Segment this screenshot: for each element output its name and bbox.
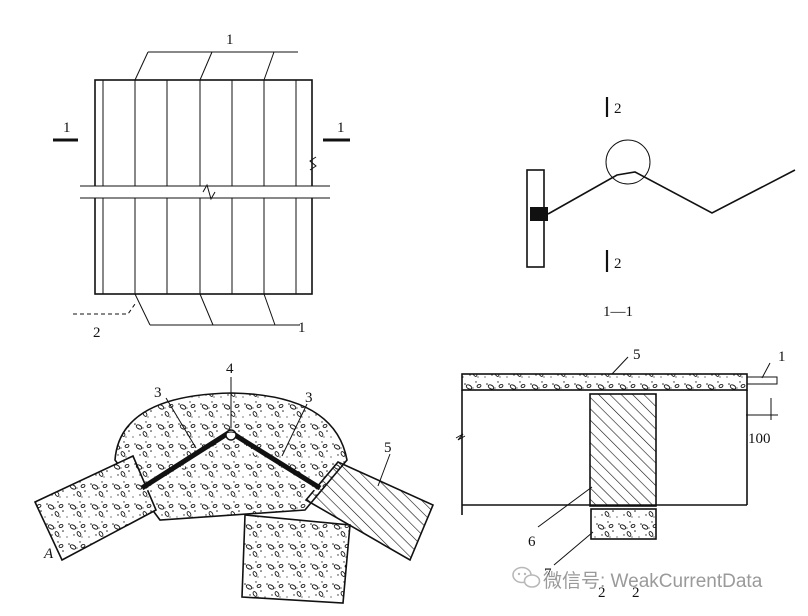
section-label-7: 7 <box>544 566 552 582</box>
break-symbol-right <box>309 156 317 171</box>
leader-3-right <box>281 403 308 457</box>
section-label-right: 1 <box>337 120 345 136</box>
leader-5 <box>377 453 391 487</box>
plan-view: 1 1 1 1 2 <box>53 32 350 341</box>
plan-label-1-bottom: 1 <box>298 320 306 336</box>
detail-label-4: 4 <box>226 361 234 377</box>
section-label-2-right: 2 <box>632 585 640 601</box>
section-title-1-1: 1—1 <box>603 304 633 320</box>
leader-2 <box>73 303 136 315</box>
footing-section <box>590 508 657 540</box>
watermark: 微信号: WeakCurrentData <box>512 566 763 592</box>
detail-label-3-right: 3 <box>305 390 313 406</box>
leader-top <box>134 51 298 81</box>
leader-6 <box>537 486 593 528</box>
dimension-100: 100 <box>748 431 771 447</box>
leader-7 <box>553 531 594 566</box>
detail-circle <box>605 139 651 185</box>
folded-profile <box>547 169 796 215</box>
cut-label-top: 2 <box>614 101 622 117</box>
section-label-5: 5 <box>633 347 641 363</box>
lower-block <box>241 514 351 604</box>
leader-3-left <box>165 397 197 449</box>
slab-layer <box>461 373 748 391</box>
right-panel <box>304 461 435 562</box>
section-label-6: 6 <box>528 534 536 550</box>
plan-strip-lines <box>102 80 297 294</box>
concrete-mass <box>114 392 348 521</box>
plan-label-1-top: 1 <box>226 32 234 48</box>
section-1-1: 2 2 1—1 <box>526 97 796 320</box>
cut-label-bottom: 2 <box>614 256 622 272</box>
beam-section <box>589 393 657 507</box>
section-label-left: 1 <box>63 120 71 136</box>
left-panel <box>33 454 158 562</box>
edge-strip <box>746 376 778 385</box>
leader-bottom <box>134 293 300 326</box>
break-band <box>80 186 330 198</box>
detail-label-a: A <box>43 546 54 562</box>
joint-detail: 4 3 3 5 A <box>33 361 435 604</box>
section-2-2: 5 1 100 6 7 2 2 <box>455 347 786 601</box>
anchor-block <box>530 207 548 221</box>
plan-label-2: 2 <box>93 325 101 341</box>
watermark-text: 微信号: WeakCurrentData <box>543 570 763 592</box>
break-mark <box>455 433 466 441</box>
leader-1-section <box>761 362 771 379</box>
detail-label-3-left: 3 <box>154 385 162 401</box>
break-symbol <box>202 183 216 201</box>
section-label-2-left: 2 <box>598 585 606 601</box>
wechat-icon <box>512 566 541 588</box>
detail-label-5: 5 <box>384 440 392 456</box>
leader-5-section <box>611 356 629 375</box>
section-label-1: 1 <box>778 349 786 365</box>
seam-arc <box>219 431 243 439</box>
